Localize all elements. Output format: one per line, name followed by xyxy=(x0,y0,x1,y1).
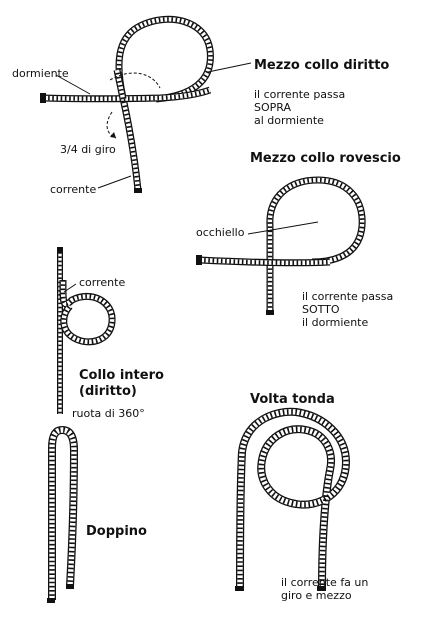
title-line: (diritto) xyxy=(79,384,137,399)
rope-strands xyxy=(199,257,331,266)
rope-outline xyxy=(236,407,350,589)
rope-end-cap xyxy=(66,584,74,589)
mezzo-collo-rovescio-title: Mezzo collo rovescio xyxy=(250,151,401,166)
corrente-leader-1 xyxy=(97,175,132,189)
rope-core xyxy=(267,177,365,312)
note-line: SOTTO xyxy=(302,303,340,316)
doppino-title: Doppino xyxy=(86,524,147,539)
note-line: al dormiente xyxy=(254,114,324,127)
mezzo-collo-diritto-corrente-loop xyxy=(115,15,214,191)
leader-lines xyxy=(55,62,319,293)
mezzo-collo-diritto-leader xyxy=(207,62,252,73)
corrente-sotto-note: il corrente passa SOTTO il dormiente xyxy=(302,290,393,329)
volta-tonda-turns xyxy=(236,407,350,589)
rope-end-cap xyxy=(134,188,142,193)
mezzo-collo-rovescio-corrente-loop xyxy=(266,176,366,312)
giro-e-mezzo-note: il corrente fa un giro e mezzo xyxy=(281,576,368,602)
corrente-sopra-note: il corrente passa SOPRA al dormiente xyxy=(254,88,345,127)
rope-core xyxy=(114,69,126,100)
collo-intero-title: Collo intero (diritto) xyxy=(79,368,164,400)
rope-end-cap xyxy=(40,93,46,103)
rope-drawings xyxy=(40,15,366,603)
doppino-bight xyxy=(47,426,78,601)
rope-end-cap xyxy=(47,598,55,603)
rope-end-cap xyxy=(196,255,202,265)
volta-tonda-title: Volta tonda xyxy=(250,392,335,407)
mezzo-collo-diritto-crossing-over xyxy=(113,69,127,100)
three-quarter-turn-arc xyxy=(109,72,161,89)
rope-end-cap xyxy=(235,586,244,591)
note-line: SOPRA xyxy=(254,101,291,114)
corrente-label-2: corrente xyxy=(79,276,126,289)
note-line: il corrente passa xyxy=(302,290,394,303)
occhiello-leader xyxy=(247,221,319,235)
note-line: giro e mezzo xyxy=(281,589,352,602)
rope-strands xyxy=(49,427,77,601)
mezzo-collo-diritto-title: Mezzo collo diritto xyxy=(254,58,390,73)
rope-outline xyxy=(115,15,214,191)
rope-end-cap xyxy=(266,310,274,315)
note-line: il corrente passa xyxy=(254,88,346,101)
arrowhead xyxy=(110,132,116,138)
collo-intero-turn xyxy=(59,279,116,346)
occhiello-label: occhiello xyxy=(196,226,245,239)
mezzo-collo-diritto-dormiente xyxy=(43,86,212,103)
three-quarter-turn-arrow xyxy=(106,111,117,139)
dormiente-label: dormiente xyxy=(12,67,69,80)
dormiente-leader xyxy=(55,74,91,95)
ruota-360-note: ruota di 360° xyxy=(72,407,145,420)
note-line: il corrente fa un xyxy=(281,576,369,589)
rope-end-cap xyxy=(57,247,63,253)
title-line: Collo intero xyxy=(79,368,164,383)
rope-strands xyxy=(237,409,349,589)
rope-strands xyxy=(43,87,211,101)
three-quarter-turn-label: 3/4 di giro xyxy=(60,143,116,156)
corrente-label-1: corrente xyxy=(50,183,97,196)
rope-core xyxy=(60,279,115,344)
rope-strands xyxy=(116,17,213,191)
corrente-leader-2 xyxy=(63,283,77,293)
mezzo-collo-rovescio-dormiente xyxy=(199,256,331,267)
note-line: il dormiente xyxy=(302,316,369,329)
rope-end-cap xyxy=(317,586,326,591)
